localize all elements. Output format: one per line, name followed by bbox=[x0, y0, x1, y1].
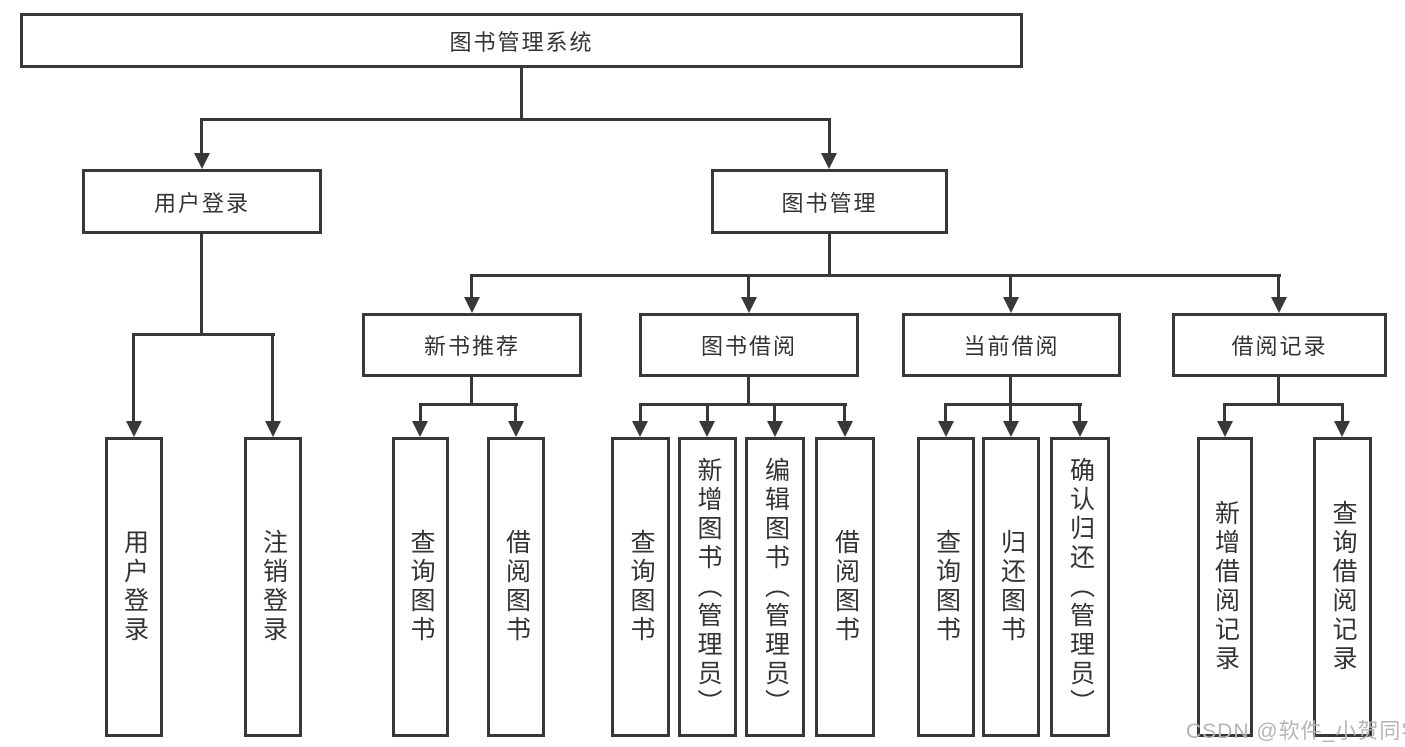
leaf-query-books-current: 查询图书 bbox=[917, 437, 975, 737]
arrowhead-down-icon bbox=[821, 153, 837, 169]
connector-group-vline bbox=[747, 377, 750, 403]
leaf-borrow-books: 借阅图书 bbox=[815, 437, 875, 737]
connector-userlogin-hline bbox=[132, 333, 275, 336]
connector-shaft bbox=[944, 403, 947, 423]
connector-group-vline bbox=[1277, 377, 1280, 403]
connector-shaft bbox=[271, 333, 274, 423]
node-label: 用户登录 bbox=[153, 190, 250, 216]
node-book-borrowing: 图书借阅 bbox=[639, 313, 859, 377]
node-label: 图书管理系统 bbox=[449, 29, 594, 55]
connector-shaft bbox=[773, 403, 776, 423]
arrowhead-down-icon bbox=[1271, 297, 1287, 313]
arrowhead-down-icon bbox=[508, 421, 524, 437]
arrowhead-down-icon bbox=[1003, 421, 1019, 437]
arrowhead-down-icon bbox=[126, 421, 142, 437]
connector-shaft bbox=[132, 333, 135, 423]
node-library-management-system: 图书管理系统 bbox=[20, 13, 1023, 68]
connector-shaft bbox=[1009, 274, 1012, 298]
connector-group-hline bbox=[1223, 403, 1344, 406]
connector-group-vline bbox=[470, 377, 473, 403]
node-label: 新书推荐 bbox=[423, 334, 520, 359]
node-label: 借阅记录 bbox=[1231, 334, 1328, 359]
arrowhead-down-icon bbox=[767, 421, 783, 437]
arrowhead-down-icon bbox=[1334, 421, 1350, 437]
leaf-label: 借阅图书 bbox=[502, 529, 531, 645]
leaf-query-books-recommend: 查询图书 bbox=[392, 437, 449, 737]
arrowhead-down-icon bbox=[938, 421, 954, 437]
leaf-label: 确认归还（管理员） bbox=[1066, 456, 1095, 718]
node-new-book-recommendation: 新书推荐 bbox=[362, 313, 582, 377]
connector-shaft bbox=[1009, 403, 1012, 423]
leaf-query-books-borrowing: 查询图书 bbox=[611, 437, 670, 737]
node-current-borrowing: 当前借阅 bbox=[902, 313, 1121, 377]
leaf-label: 查询借阅记录 bbox=[1329, 500, 1357, 674]
arrowhead-down-icon bbox=[265, 421, 281, 437]
connector-shaft bbox=[706, 403, 709, 423]
node-book-management: 图书管理 bbox=[711, 169, 948, 234]
node-label: 图书借阅 bbox=[700, 334, 797, 359]
arrowhead-down-icon bbox=[1072, 421, 1088, 437]
leaf-label: 注销登录 bbox=[259, 529, 288, 645]
leaf-label: 借阅图书 bbox=[831, 529, 860, 645]
leaf-logout: 注销登录 bbox=[244, 437, 302, 737]
connector-group-hline bbox=[944, 403, 1082, 406]
connector-shaft bbox=[747, 274, 750, 298]
leaf-confirm-return-admin: 确认归还（管理员） bbox=[1050, 437, 1110, 737]
leaf-add-borrow-record: 新增借阅记录 bbox=[1197, 437, 1253, 737]
connector-shaft bbox=[1078, 403, 1081, 423]
node-user-login: 用户登录 bbox=[82, 169, 322, 234]
leaf-label: 新增借阅记录 bbox=[1211, 500, 1240, 674]
leaf-label: 新增图书（管理员） bbox=[694, 456, 722, 718]
leaf-label: 归还图书 bbox=[997, 529, 1026, 645]
arrowhead-down-icon bbox=[412, 421, 428, 437]
connector-shaft bbox=[200, 118, 203, 154]
node-borrowing-records: 借阅记录 bbox=[1172, 313, 1387, 377]
leaf-label: 编辑图书（管理员） bbox=[761, 456, 790, 718]
leaf-label: 查询图书 bbox=[932, 529, 961, 645]
leaf-query-borrow-record: 查询借阅记录 bbox=[1313, 437, 1372, 737]
node-label: 当前借阅 bbox=[963, 334, 1060, 359]
leaf-borrow-books-recommend: 借阅图书 bbox=[487, 437, 545, 737]
leaf-user-login: 用户登录 bbox=[105, 437, 163, 737]
connector-root-hline bbox=[200, 118, 831, 121]
leaf-label: 用户登录 bbox=[120, 529, 149, 645]
connector-shaft bbox=[514, 403, 517, 423]
watermark: CSDN @软件_小贺同学 bbox=[1186, 720, 1405, 743]
connector-userlogin-vline bbox=[200, 234, 203, 333]
connector-bookmgmt-hline bbox=[470, 274, 1281, 277]
leaf-label: 查询图书 bbox=[627, 529, 655, 645]
connector-group-hline bbox=[419, 403, 518, 406]
connector-shaft bbox=[1223, 403, 1226, 423]
leaf-add-books-admin: 新增图书（管理员） bbox=[678, 437, 737, 737]
connector-group-vline bbox=[1009, 377, 1012, 403]
connector-bookmgmt-vline bbox=[828, 234, 831, 274]
leaf-edit-books-admin: 编辑图书（管理员） bbox=[745, 437, 805, 737]
arrowhead-down-icon bbox=[1217, 421, 1233, 437]
arrowhead-down-icon bbox=[464, 297, 480, 313]
node-label: 图书管理 bbox=[781, 190, 878, 216]
arrowhead-down-icon bbox=[194, 153, 210, 169]
connector-group-hline bbox=[639, 403, 847, 406]
arrowhead-down-icon bbox=[837, 421, 853, 437]
connector-shaft bbox=[470, 274, 473, 298]
arrowhead-down-icon bbox=[632, 421, 648, 437]
connector-shaft bbox=[843, 403, 846, 423]
connector-shaft bbox=[1277, 274, 1280, 298]
connector-shaft bbox=[419, 403, 422, 423]
connector-shaft bbox=[1341, 403, 1344, 423]
connector-shaft bbox=[828, 118, 831, 154]
arrowhead-down-icon bbox=[1003, 297, 1019, 313]
connector-root-vline bbox=[520, 68, 523, 118]
leaf-return-books: 归还图书 bbox=[982, 437, 1040, 737]
connector-shaft bbox=[639, 403, 642, 423]
leaf-label: 查询图书 bbox=[407, 529, 435, 645]
arrowhead-down-icon bbox=[741, 297, 757, 313]
arrowhead-down-icon bbox=[699, 421, 715, 437]
